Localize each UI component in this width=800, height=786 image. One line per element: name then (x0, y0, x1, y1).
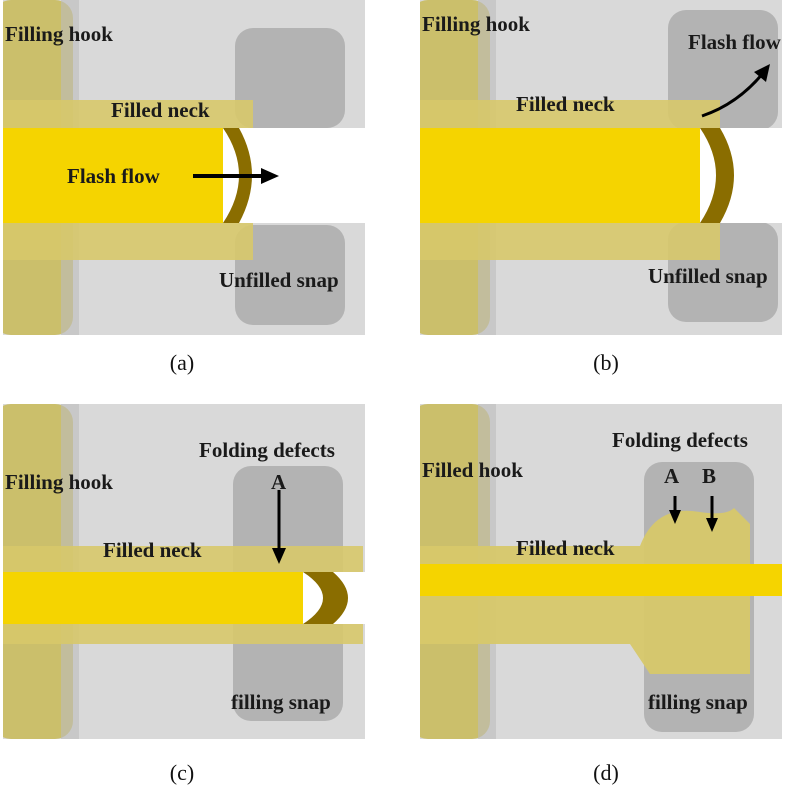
defects-label: Folding defects (612, 428, 748, 452)
caption-b: (b) (593, 350, 619, 375)
caption-d: (d) (593, 760, 619, 785)
caption-a: (a) (169, 350, 195, 375)
flow-label: Flash flow (688, 30, 781, 54)
snap-label: Unfilled snap (648, 264, 768, 288)
defect-marker-a: A (664, 464, 680, 488)
hook-label: Filling hook (5, 22, 113, 46)
panel-b: Filling hook Filled neck Flash flow Unfi… (420, 0, 782, 335)
hook-label: Filling hook (422, 12, 530, 36)
panel-d: Folding defects A B Filled hook Filled n… (420, 404, 782, 739)
panel-a: Filling hook Filled neck Flash flow Unfi… (3, 0, 365, 335)
hook-label: Filling hook (5, 470, 113, 494)
neck-label: Filled neck (516, 536, 615, 560)
snap-label: filling snap (648, 690, 748, 714)
defect-marker-b: B (702, 464, 717, 488)
hook-label: Filled hook (422, 458, 523, 482)
panel-c: Folding defects A Filling hook Filled ne… (3, 404, 365, 739)
flow-label: Flash flow (67, 164, 160, 188)
defects-label: Folding defects (199, 438, 335, 462)
panel-a-render (3, 0, 365, 335)
snap-label: filling snap (231, 690, 331, 714)
neck-label: Filled neck (103, 538, 202, 562)
neck-label: Filled neck (111, 98, 210, 122)
neck-label: Filled neck (516, 92, 615, 116)
snap-label: Unfilled snap (219, 268, 339, 292)
panel-c-render (3, 404, 365, 739)
panel-b-render (420, 0, 782, 335)
panel-d-render (420, 404, 782, 739)
defect-marker-a: A (271, 470, 287, 494)
caption-c: (c) (169, 760, 195, 785)
